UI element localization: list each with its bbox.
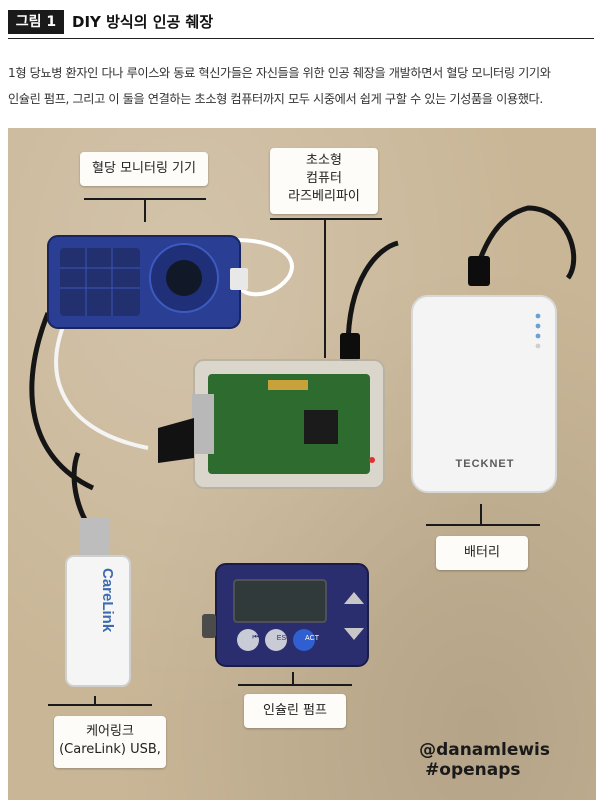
cgm-receiver [47,235,248,329]
leader-carelink-v [94,696,96,706]
label-cgm: 혈당 모니터링 기기 [80,152,208,186]
label-cgm-text: 혈당 모니터링 기기 [92,161,196,176]
label-raspberry-pi: 초소형 컴퓨터 라즈베리파이 [270,148,378,214]
label-battery-text: 배터리 [464,545,500,560]
usb-hub-plug [158,418,194,463]
leader-battery-h [426,524,540,526]
device-illustration [29,205,577,687]
figure-header: 그림 1 DIY 방식의 인공 췌장 [8,8,594,39]
leader-battery-v [480,504,482,526]
pi-power-cable [345,240,399,349]
label-pi-line-3: 라즈베리파이 [288,189,360,204]
pump-button-act: ACT [305,635,319,642]
insulin-pump [202,563,369,667]
label-insulin-pump: 인슐린 펌프 [244,694,346,728]
carelink-usb [65,518,131,687]
battery-pack [411,295,557,493]
device-photo: CareLink TECKNET ⏮ ESC ACT 혈당 모니터링 기기 초소… [8,128,596,800]
pump-button-esc: ESC [276,635,292,642]
label-carelink-line-1: 케어링크 [86,724,134,739]
leader-carelink-h [48,704,152,706]
figure-caption: 1형 당뇨병 환자인 다나 루이스와 동료 혁신가들은 자신들을 위한 인공 췌… [8,60,598,112]
battery-usb-plug [468,256,490,286]
label-battery: 배터리 [436,536,528,570]
leader-pi-v [324,218,326,358]
caption-line-2: 인슐린 펌프, 그리고 이 둘을 연결하는 초소형 컴퓨터까지 모두 시중에서 … [8,92,543,106]
watermark-handle: @danamlewis [419,740,550,760]
carelink-logo-text: CareLink [99,568,116,633]
label-carelink-line-2: (CareLink) USB, [59,742,161,757]
pump-button-prev: ⏮ [252,632,260,641]
black-carelink-cable [29,312,95,491]
leader-cgm-v [144,198,146,222]
watermark-hashtag: #openaps [425,760,521,780]
leader-pump-v [292,672,294,686]
label-pump-text: 인슐린 펌프 [263,703,327,718]
pi-micro-usb-plug [340,333,360,361]
label-carelink: 케어링크 (CareLink) USB, [54,716,166,768]
caption-line-1: 1형 당뇨병 환자인 다나 루이스와 동료 혁신가들은 자신들을 위한 인공 췌… [8,66,551,80]
battery-brand-text: TECKNET [455,458,515,470]
leader-pump-h [238,684,352,686]
leader-pi-h [270,218,382,220]
figure-title: DIY 방식의 인공 췌장 [72,13,214,31]
label-pi-line-2: 컴퓨터 [306,171,342,186]
raspberry-pi [192,359,385,489]
watermark: @danamlewis #openaps [419,740,550,780]
label-pi-line-1: 초소형 [306,153,342,168]
figure-badge: 그림 1 [8,10,64,34]
header-divider [8,38,594,39]
battery-cable [471,205,577,280]
